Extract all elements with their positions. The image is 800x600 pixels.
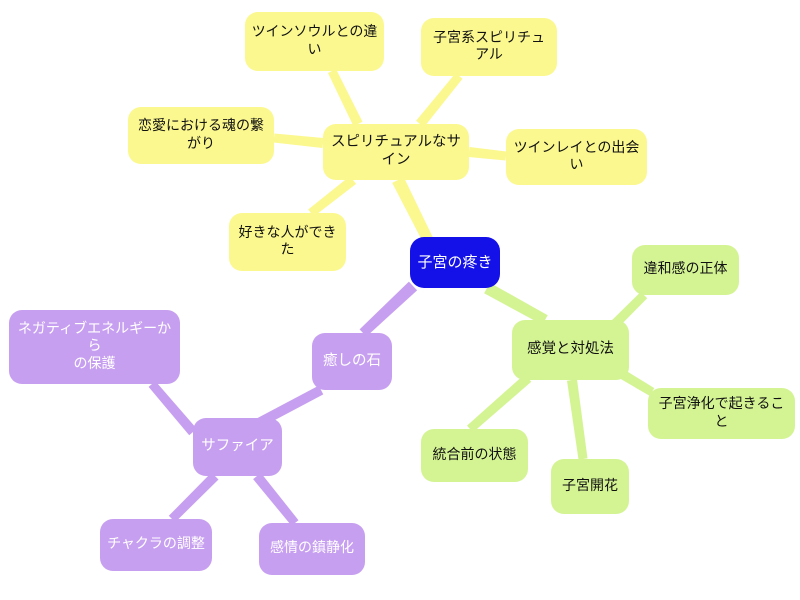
- node-label: チャクラの調整: [107, 536, 205, 553]
- node-label: 子宮開花: [562, 477, 618, 494]
- node-chakra-adjustment[interactable]: チャクラの調整: [100, 519, 212, 571]
- node-label: 子宮浄化で起きること: [658, 396, 785, 430]
- edge-sapphire-to-negative_energy_protection: [148, 381, 197, 436]
- edge-spiritual_sign-to-liked_someone: [308, 176, 357, 217]
- edge-spiritual_sign-to-twin_ray_meeting: [468, 147, 507, 161]
- node-sapphire[interactable]: サファイア: [193, 418, 282, 476]
- node-label: 子宮の疼き: [417, 253, 493, 272]
- node-label: サファイア: [201, 438, 274, 455]
- node-liked-someone[interactable]: 好きな人ができた: [229, 213, 346, 271]
- node-pre-integration-state[interactable]: 統合前の状態: [421, 429, 528, 482]
- node-spiritual-sign[interactable]: スピリチュアルなサイン: [323, 124, 469, 180]
- node-label: ネガティブエネルギーから の保護: [17, 321, 172, 372]
- node-discomfort-identity[interactable]: 違和感の正体: [632, 245, 739, 295]
- node-label: 感情の鎮静化: [270, 540, 354, 557]
- node-label: 好きな人ができた: [238, 224, 337, 258]
- edge-sensation_coping-to-pre_integration: [467, 374, 532, 433]
- node-label: 癒しの石: [323, 352, 381, 369]
- node-uterus-purification[interactable]: 子宮浄化で起きること: [648, 388, 795, 439]
- node-uterus-spiritual[interactable]: 子宮系スピリチュアル: [421, 18, 557, 76]
- edge-sapphire-to-chakra_adjustment: [168, 472, 219, 523]
- node-label: ツインレイとの出会い: [513, 139, 640, 173]
- node-label: 恋愛における魂の繋がり: [138, 118, 264, 152]
- node-uterus-blooming[interactable]: 子宮開花: [551, 459, 629, 514]
- node-label: 子宮系スピリチュアル: [433, 29, 545, 63]
- node-label: 違和感の正体: [643, 261, 728, 278]
- edge-root-to-spiritual_sign: [392, 177, 433, 243]
- node-label: 統合前の状態: [432, 446, 517, 463]
- edge-spiritual_sign-to-uterus_spiritual: [416, 73, 463, 128]
- node-sensation-and-coping[interactable]: 感覚と対処法: [512, 320, 629, 380]
- node-emotion-calming[interactable]: 感情の鎮静化: [259, 523, 365, 575]
- node-label: ツインソウルとの違い: [251, 24, 378, 58]
- edge-sapphire-to-emotion_calming: [253, 472, 299, 526]
- node-root-uterus-ache[interactable]: 子宮の疼き: [410, 237, 500, 288]
- edge-root-to-healing_stone: [359, 281, 418, 337]
- edge-root-to-sensation_coping: [484, 282, 548, 325]
- node-healing-stone[interactable]: 癒しの石: [312, 333, 392, 390]
- node-negative-energy-protection[interactable]: ネガティブエネルギーから の保護: [9, 310, 180, 384]
- edge-spiritual_sign-to-twin_soul_diff: [328, 69, 363, 127]
- node-soul-connection-in-love[interactable]: 恋愛における魂の繋がり: [128, 107, 274, 164]
- node-label: スピリチュアルなサイン: [330, 134, 462, 168]
- edge-sensation_coping-to-uterus_blooming: [567, 379, 588, 460]
- node-label: 感覚と対処法: [527, 341, 614, 358]
- node-twin-ray-meeting[interactable]: ツインレイとの出会い: [506, 129, 647, 185]
- node-twin-soul-difference[interactable]: ツインソウルとの違い: [245, 12, 384, 71]
- edge-spiritual_sign-to-soul_connection: [273, 133, 324, 148]
